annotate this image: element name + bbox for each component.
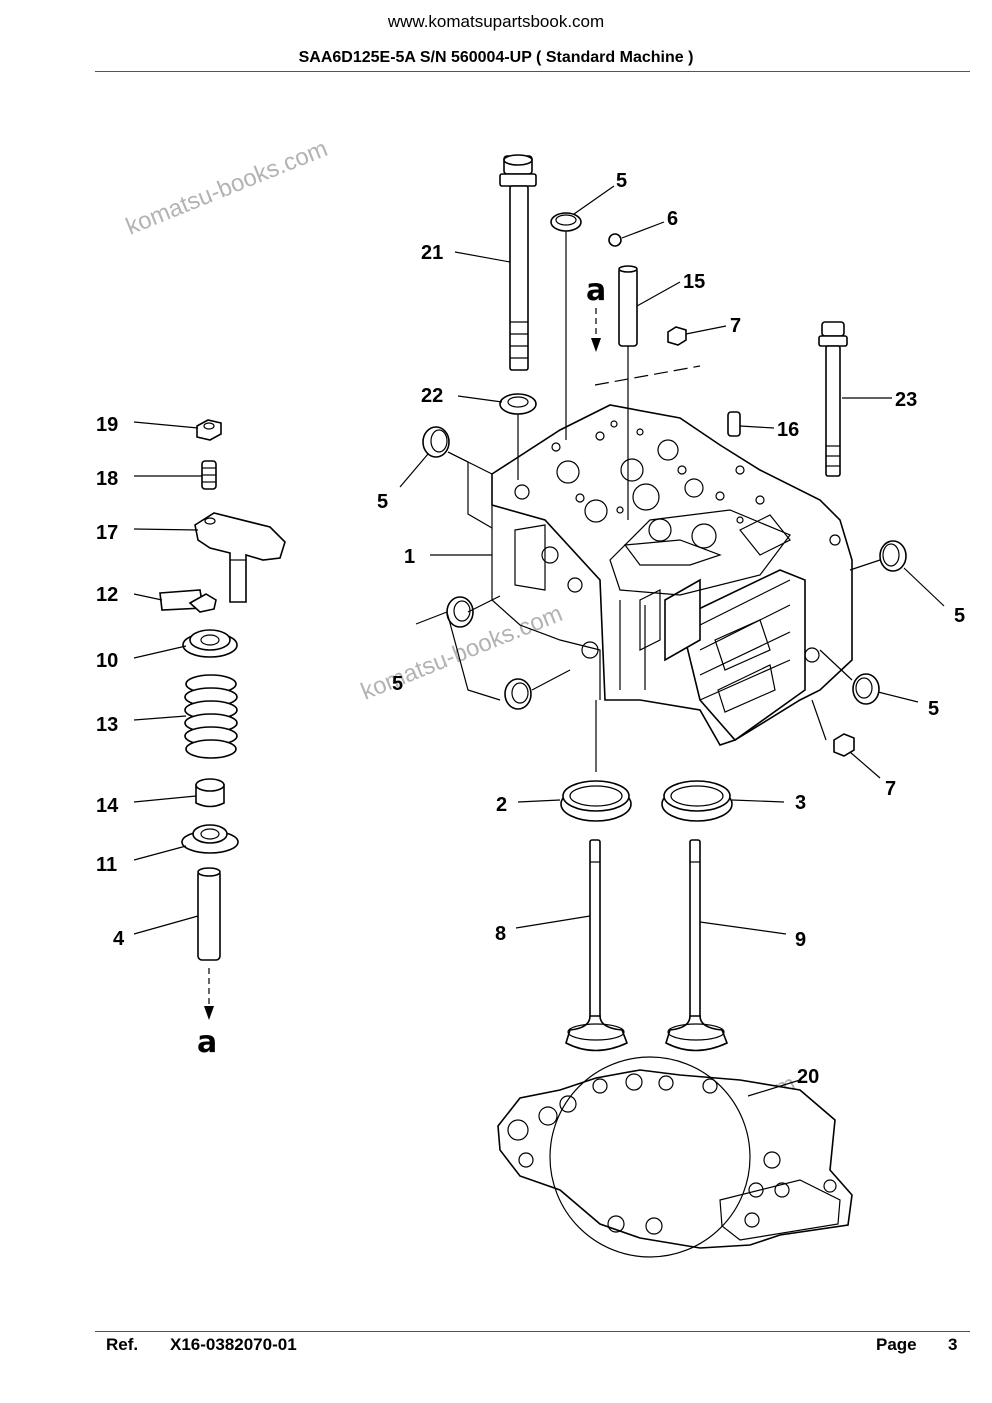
- part-19-nut: [196, 419, 222, 441]
- part-20-head-gasket: [497, 1056, 853, 1258]
- part-13-valve-spring: [184, 674, 238, 759]
- callout-21: 21: [421, 242, 443, 264]
- part-14-valve-stem-seal: [195, 778, 225, 808]
- part-7-plug-top: [667, 326, 687, 346]
- part-4-valve-guide: [197, 867, 221, 961]
- part-17-crosshead: [194, 512, 286, 603]
- callout-8: 8: [495, 923, 506, 945]
- watermark-top-left: komatsu-books.com: [122, 135, 331, 240]
- part-10-spring-retainer: [182, 629, 238, 658]
- callout-5-left-mid: 5: [392, 673, 403, 695]
- part-16-pin: [727, 411, 741, 437]
- callout-13: 13: [96, 714, 118, 736]
- callout-5-left-top: 5: [377, 491, 388, 513]
- document-title: SAA6D125E-5A S/N 560004-UP ( Standard Ma…: [298, 49, 694, 66]
- part-5-plug-left-low: [504, 678, 532, 710]
- part-7-plug-side: [833, 733, 855, 757]
- callout-15: 15: [683, 271, 705, 293]
- callout-14: 14: [96, 795, 119, 817]
- callout-4: 4: [113, 928, 125, 950]
- part-1-cylinder-head: [491, 404, 853, 746]
- site-url: www.komatsupartsbook.com: [387, 12, 605, 31]
- callout-22: 22: [421, 385, 443, 407]
- part-22-washer: [499, 393, 537, 415]
- part-23-head-bolt: [818, 321, 848, 477]
- callout-7-side: 7: [885, 778, 896, 800]
- part-21-head-bolt: [499, 154, 537, 371]
- part-8-intake-valve: [565, 839, 629, 1052]
- callout-5-right-top: 5: [954, 605, 965, 627]
- callout-6: 6: [667, 208, 678, 230]
- part-15-dowel-pin: [618, 265, 638, 347]
- reference-marker-top: a: [586, 273, 606, 308]
- callout-9: 9: [795, 929, 806, 951]
- footer-ref-value: X16-0382070-01: [170, 1335, 297, 1354]
- part-18-adjust-screw: [201, 460, 217, 490]
- reference-arrow-top: a: [586, 273, 606, 352]
- callout-23: 23: [895, 389, 917, 411]
- reference-arrow-bottom: a: [197, 968, 217, 1060]
- part-6-ball: [608, 233, 622, 247]
- part-5-plug-right-top: [879, 540, 907, 572]
- part-5-plug-right-low: [852, 673, 880, 705]
- footer-rule: [95, 1331, 970, 1332]
- reference-marker-bottom: a: [197, 1025, 217, 1060]
- part-9-exhaust-valve: [665, 839, 729, 1052]
- part-5-plug-top: [550, 212, 582, 232]
- part-3-exhaust-seat-insert: [661, 780, 733, 822]
- part-12-collet: [159, 589, 217, 613]
- part-11-spring-seat: [181, 824, 239, 854]
- callout-12: 12: [96, 584, 118, 606]
- callout-10: 10: [96, 650, 118, 672]
- header-rule: [95, 71, 970, 72]
- callout-5-top: 5: [616, 170, 627, 192]
- callout-17: 17: [96, 522, 118, 544]
- callout-18: 18: [96, 468, 118, 490]
- callout-1: 1: [404, 546, 415, 568]
- footer-ref-label: Ref.: [106, 1335, 139, 1354]
- footer-page-number: 3: [948, 1335, 958, 1354]
- part-5-plug-left-top: [422, 426, 450, 458]
- part-2-intake-seat-insert: [560, 780, 632, 822]
- callout-2: 2: [496, 794, 507, 816]
- callout-19: 19: [96, 414, 118, 436]
- callout-5-right-low: 5: [928, 698, 939, 720]
- callout-3: 3: [795, 792, 806, 814]
- footer-page-label: Page: [876, 1335, 917, 1354]
- callout-20: 20: [797, 1066, 819, 1088]
- callout-11: 11: [96, 854, 117, 876]
- callout-16: 16: [777, 419, 799, 441]
- callout-7-top: 7: [730, 315, 741, 337]
